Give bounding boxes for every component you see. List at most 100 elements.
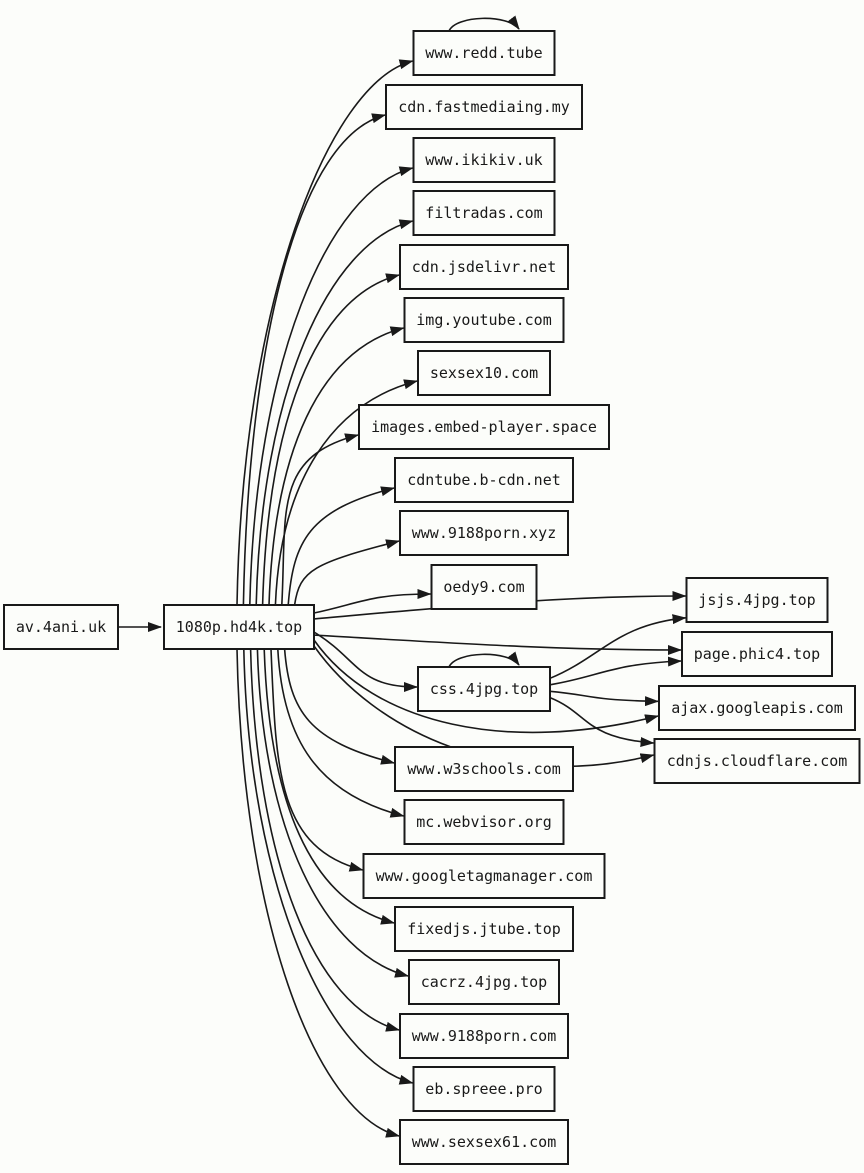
graph-node-cdn.jsdelivr.net: cdn.jsdelivr.net xyxy=(399,244,569,290)
node-box xyxy=(403,297,565,343)
node-label: cdn.jsdelivr.net xyxy=(412,258,557,276)
graph-node-1080p.hd4k.top: 1080p.hd4k.top xyxy=(163,604,315,650)
edge-css.4jpg.top-to-ajax.googleapis.com xyxy=(549,690,659,707)
edge-css.4jpg.top-to-css.4jpg.top xyxy=(448,651,520,668)
edge-1080p.hd4k.top-to-www.sexsex61.com xyxy=(236,648,400,1138)
node-label: www.w3schools.com xyxy=(407,760,561,778)
edge-1080p.hd4k.top-to-filtradas.com xyxy=(255,219,414,606)
graph-node-jsjs.4jpg.top: jsjs.4jpg.top xyxy=(685,577,829,623)
node-box xyxy=(417,666,551,712)
edge-css.4jpg.top-to-jsjs.4jpg.top xyxy=(549,614,687,680)
graph-node-cdn.fastmediaing.my: cdn.fastmediaing.my xyxy=(385,84,583,130)
edge-1080p.hd4k.top-to-ajax.googleapis.com xyxy=(313,639,659,734)
graph-node-www.redd.tube: www.redd.tube xyxy=(412,30,556,76)
node-label: page.phic4.top xyxy=(694,645,820,663)
edge-1080p.hd4k.top-to-oedy9.com xyxy=(313,589,432,614)
edge-1080p.hd4k.top-to-fixedjs.jtube.top xyxy=(263,648,395,925)
node-box xyxy=(3,604,119,650)
node-label: mc.webvisor.org xyxy=(416,813,551,831)
edge-1080p.hd4k.top-to-page.phic4.top xyxy=(313,634,682,655)
edge-1080p.hd4k.top-to-www.googletagmanager.com xyxy=(270,648,364,872)
node-box xyxy=(681,631,833,677)
edge-css.4jpg.top-to-page.phic4.top xyxy=(549,656,682,686)
node-box xyxy=(412,190,556,236)
graph-node-ajax.googleapis.com: ajax.googleapis.com xyxy=(658,685,856,731)
node-label: www.9188porn.com xyxy=(412,1027,557,1045)
node-label: sexsex10.com xyxy=(430,364,538,382)
graph-node-www.w3schools.com: www.w3schools.com xyxy=(394,746,574,792)
edge-1080p.hd4k.top-to-css.4jpg.top xyxy=(313,631,418,692)
node-label: www.9188porn.xyz xyxy=(412,524,557,542)
node-label: 1080p.hd4k.top xyxy=(176,618,302,636)
graph-node-css.4jpg.top: css.4jpg.top xyxy=(417,666,551,712)
node-label: eb.spreee.pro xyxy=(425,1080,542,1098)
edge-1080p.hd4k.top-to-img.youtube.com xyxy=(268,326,405,606)
node-label: www.ikikiv.uk xyxy=(425,151,542,169)
edge-1080p.hd4k.top-to-www.redd.tube xyxy=(236,59,414,606)
edge-www.redd.tube-to-www.redd.tube xyxy=(448,15,520,32)
node-box xyxy=(412,1066,556,1112)
node-box xyxy=(430,564,538,610)
edge-1080p.hd4k.top-to-eb.spreee.pro xyxy=(243,648,414,1085)
graph-node-page.phic4.top: page.phic4.top xyxy=(681,631,833,677)
graph-node-img.youtube.com: img.youtube.com xyxy=(403,297,565,343)
node-box xyxy=(163,604,315,650)
graph-node-www.googletagmanager.com: www.googletagmanager.com xyxy=(362,853,606,899)
node-label: cdn.fastmediaing.my xyxy=(398,98,570,116)
graph-node-www.ikikiv.uk: www.ikikiv.uk xyxy=(412,137,556,183)
graph-node-eb.spreee.pro: eb.spreee.pro xyxy=(412,1066,556,1112)
node-label: cdnjs.cloudflare.com xyxy=(667,752,848,770)
node-box xyxy=(412,30,556,76)
graph-node-www.9188porn.com: www.9188porn.com xyxy=(399,1013,569,1059)
node-box xyxy=(399,244,569,290)
node-box xyxy=(394,457,574,503)
node-box xyxy=(412,137,556,183)
graph-node-cdntube.b-cdn.net: cdntube.b-cdn.net xyxy=(394,457,574,503)
node-box xyxy=(399,1013,569,1059)
graph-node-filtradas.com: filtradas.com xyxy=(412,190,556,236)
edge-1080p.hd4k.top-to-cacrz.4jpg.top xyxy=(256,648,409,978)
node-box xyxy=(385,84,583,130)
graph-node-oedy9.com: oedy9.com xyxy=(430,564,538,610)
edge-1080p.hd4k.top-to-sexsex10.com xyxy=(274,379,418,606)
node-label: img.youtube.com xyxy=(416,311,551,329)
graph-node-sexsex10.com: sexsex10.com xyxy=(417,350,551,396)
node-box xyxy=(358,404,610,450)
node-box xyxy=(685,577,829,623)
node-label: images.embed-player.space xyxy=(371,418,597,436)
node-box xyxy=(658,685,856,731)
graph-node-www.9188porn.xyz: www.9188porn.xyz xyxy=(399,510,569,556)
node-box xyxy=(394,906,574,952)
node-box xyxy=(394,746,574,792)
node-box xyxy=(399,510,569,556)
edge-1080p.hd4k.top-to-cdn.fastmediaing.my xyxy=(242,113,386,606)
edge-1080p.hd4k.top-to-mc.webvisor.org xyxy=(277,648,405,818)
node-box xyxy=(408,959,560,1005)
node-box xyxy=(399,1119,569,1165)
node-label: cacrz.4jpg.top xyxy=(421,973,547,991)
node-box xyxy=(403,799,565,845)
node-label: ajax.googleapis.com xyxy=(671,699,843,717)
node-box xyxy=(362,853,606,899)
edge-1080p.hd4k.top-to-www.ikikiv.uk xyxy=(249,166,414,606)
edge-1080p.hd4k.top-to-images.embed-player.space xyxy=(281,433,359,606)
node-label: www.sexsex61.com xyxy=(412,1133,557,1151)
graph-node-images.embed-player.space: images.embed-player.space xyxy=(358,404,610,450)
graph-node-av.4ani.uk: av.4ani.uk xyxy=(3,604,119,650)
node-label: cdntube.b-cdn.net xyxy=(407,471,561,489)
graph-node-fixedjs.jtube.top: fixedjs.jtube.top xyxy=(394,906,574,952)
node-box xyxy=(653,738,861,784)
edge-1080p.hd4k.top-to-www.w3schools.com xyxy=(283,648,395,765)
graph-node-cdnjs.cloudflare.com: cdnjs.cloudflare.com xyxy=(653,738,861,784)
node-label: av.4ani.uk xyxy=(16,618,106,636)
node-label: oedy9.com xyxy=(443,578,524,596)
edge-1080p.hd4k.top-to-cdn.jsdelivr.net xyxy=(261,273,400,606)
edge-css.4jpg.top-to-cdnjs.cloudflare.com xyxy=(549,696,655,747)
node-label: filtradas.com xyxy=(425,204,542,222)
node-box xyxy=(417,350,551,396)
edge-1080p.hd4k.top-to-cdntube.b-cdn.net xyxy=(287,486,395,606)
edge-1080p.hd4k.top-to-www.9188porn.xyz xyxy=(293,539,400,606)
graph-node-cacrz.4jpg.top: cacrz.4jpg.top xyxy=(408,959,560,1005)
